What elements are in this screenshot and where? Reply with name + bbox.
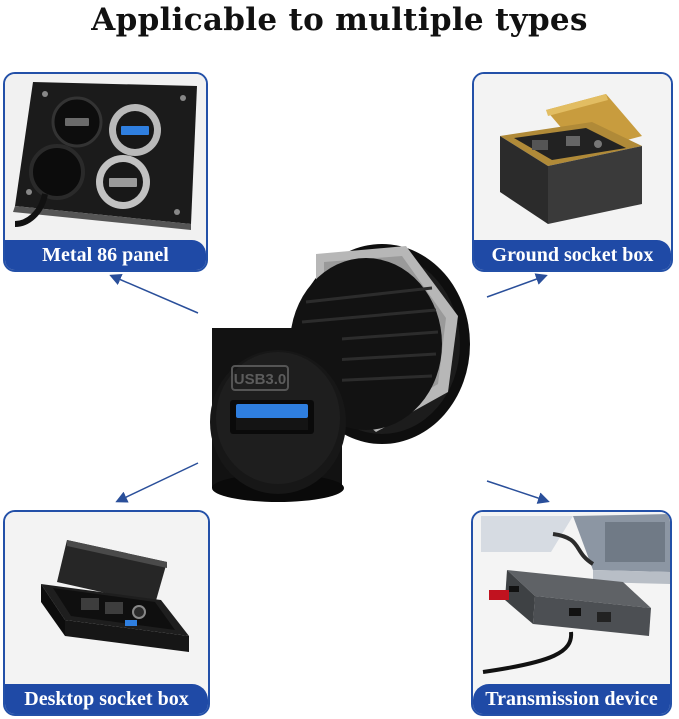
desktop-socket-card: Desktop socket box: [3, 510, 210, 716]
usb3-engraving: USB3.0: [234, 371, 287, 388]
metal-panel-label: Metal 86 panel: [5, 240, 206, 270]
arrow-to-ground-box: [486, 273, 548, 298]
ground-socket-image: [474, 74, 671, 240]
desktop-socket-label: Desktop socket box: [5, 684, 208, 714]
ground-socket-label: Ground socket box: [474, 240, 671, 270]
ground-socket-card: Ground socket box: [472, 72, 673, 272]
desktop-socket-image: [5, 512, 208, 684]
arrow-to-metal-panel: [109, 274, 199, 314]
transmission-device-image: [473, 512, 670, 684]
transmission-device-label: Transmission device: [473, 684, 670, 714]
arrow-to-desktop-box: [115, 462, 199, 503]
arrow-to-transmission: [486, 480, 550, 504]
metal-panel-card: Metal 86 panel: [3, 72, 208, 272]
page-title: Applicable to multiple types: [91, 2, 588, 38]
transmission-device-card: Transmission device: [471, 510, 672, 716]
metal-panel-image: [5, 74, 206, 240]
usb3-connector-image: USB3.0: [210, 244, 470, 502]
